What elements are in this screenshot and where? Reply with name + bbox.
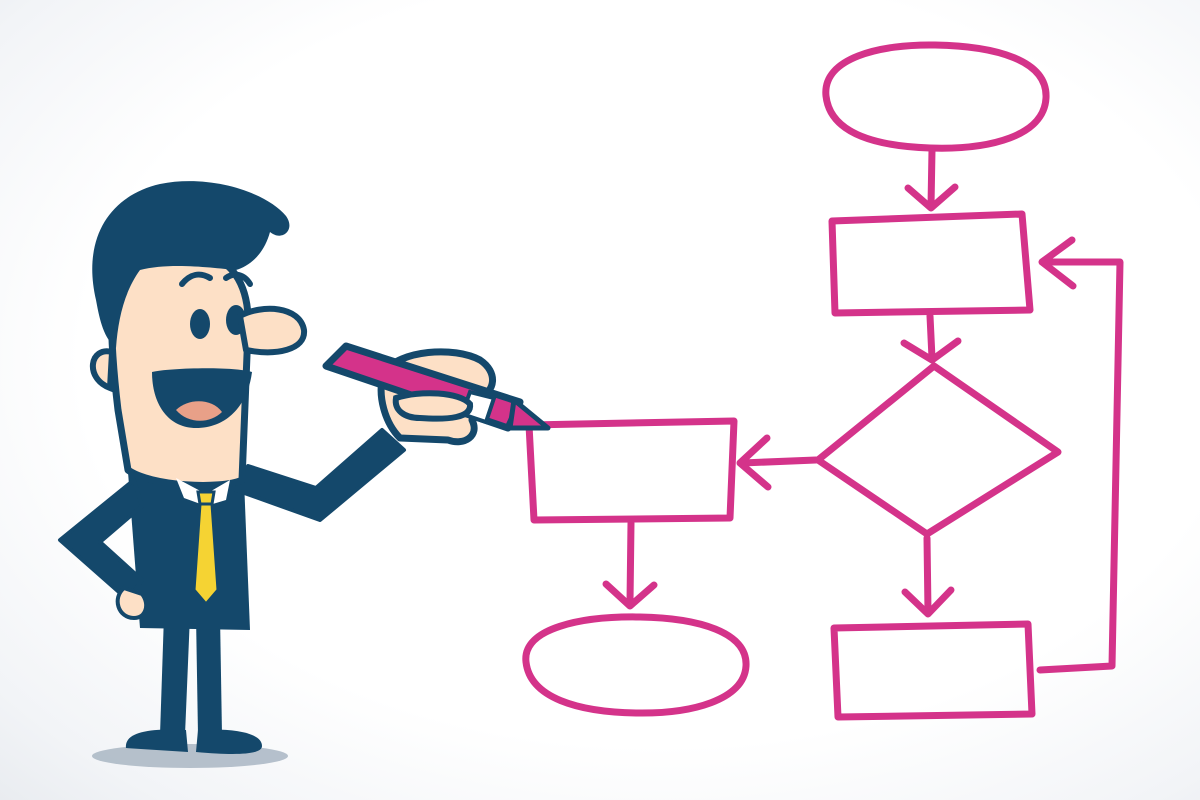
arrowhead-decision-to-side-box <box>736 434 772 491</box>
loop-back-line <box>1036 258 1124 674</box>
bottom-process-box <box>830 620 1036 721</box>
flowchart-drawing <box>522 41 1124 721</box>
left-shoe <box>125 729 188 752</box>
cartoon-businessman-icon <box>58 181 551 768</box>
side-process-box <box>525 417 738 524</box>
arrowhead-process-to-decision <box>900 337 962 364</box>
tongue <box>176 401 222 421</box>
shirt-collar <box>176 478 230 506</box>
left-arm <box>58 478 144 602</box>
mouth <box>152 368 252 428</box>
suit-body <box>128 472 250 630</box>
tie-knot <box>196 490 216 506</box>
start-oval <box>822 41 1050 152</box>
arrow-start-to-process <box>927 146 936 210</box>
arrowhead-loop-back <box>1038 236 1077 290</box>
decision-diamond <box>814 362 1062 538</box>
right-arm <box>234 428 406 522</box>
hair <box>92 181 290 348</box>
tie <box>192 502 220 606</box>
nose <box>237 305 308 356</box>
right-leg <box>196 615 222 735</box>
end-oval <box>522 613 750 717</box>
left-eye <box>190 309 210 339</box>
arrow-side-box-to-end <box>626 519 635 606</box>
arrow-decision-to-side-box <box>738 456 820 467</box>
arrowhead-decision-to-bottom-box <box>901 586 955 618</box>
arrowhead-side-box-to-end <box>602 580 658 610</box>
arrow-process-to-decision <box>926 312 936 362</box>
right-eyebrow <box>223 271 253 287</box>
left-eyebrow <box>179 271 213 287</box>
marker-tip <box>507 397 551 431</box>
arrowhead-start-to-process <box>904 183 959 212</box>
left-hand <box>115 585 149 621</box>
finger-front <box>392 390 473 422</box>
right-shoe <box>196 729 262 754</box>
ear <box>90 348 116 393</box>
left-leg <box>160 615 190 735</box>
process-box <box>828 210 1034 317</box>
arrow-decision-to-bottom-box <box>923 534 932 616</box>
